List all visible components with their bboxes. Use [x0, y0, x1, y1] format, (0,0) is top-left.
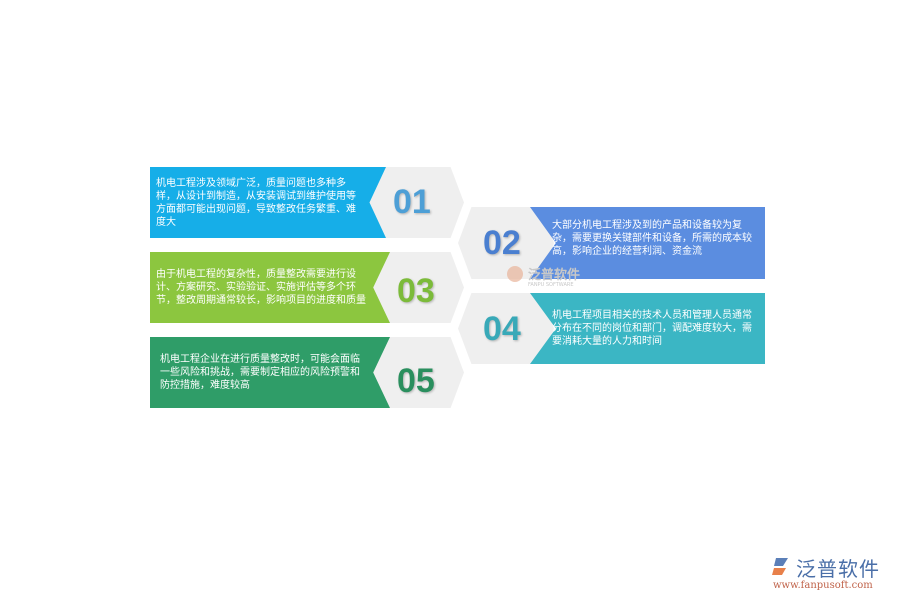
- item-04-number: 04: [483, 310, 521, 348]
- watermark-logo-icon: [507, 266, 523, 282]
- item-04-box: 机电工程项目相关的技术人员和管理人员通常分布在不同的岗位和部门，调配难度较大，需…: [530, 293, 765, 364]
- item-05-box: 机电工程企业在进行质量整改时，可能会面临一些风险和挑战，需要制定相应的风险预警和…: [150, 337, 390, 408]
- item-02-box: 大部分机电工程涉及到的产品和设备较为复杂，需要更换关键部件和设备，所需的成本较高…: [530, 207, 765, 279]
- item-04-text: 机电工程项目相关的技术人员和管理人员通常分布在不同的岗位和部门，调配难度较大，需…: [552, 310, 752, 347]
- item-03-number: 03: [397, 272, 435, 310]
- logo-name: 泛普软件: [796, 557, 880, 581]
- hex-02: [458, 207, 554, 279]
- item-01-text: 机电工程涉及领域广泛，质量问题也多种多样，从设计到制造，从安装调试到维护使用等方…: [156, 177, 356, 228]
- logo-url: www.fanpusoft.com: [773, 580, 873, 591]
- item-03-text: 由于机电工程的复杂性，质量整改需要进行设计、方案研究、实验验证、实施评估等多个环…: [156, 269, 366, 306]
- hex-01: [368, 167, 464, 238]
- watermark-sub: FANPU SOFTWARE: [528, 282, 574, 288]
- item-01-number: 01: [393, 183, 431, 221]
- item-02-text: 大部分机电工程涉及到的产品和设备较为复杂，需要更换关键部件和设备，所需的成本较高…: [552, 220, 752, 257]
- item-03-box: 由于机电工程的复杂性，质量整改需要进行设计、方案研究、实验验证、实施评估等多个环…: [150, 252, 390, 323]
- hex-04: [458, 293, 554, 364]
- item-01-box: 机电工程涉及领域广泛，质量问题也多种多样，从设计到制造，从安装调试到维护使用等方…: [150, 167, 386, 238]
- watermark-name: 泛普软件: [528, 268, 581, 283]
- fanpu-logo-icon: [770, 556, 792, 576]
- item-05-text: 机电工程企业在进行质量整改时，可能会面临一些风险和挑战，需要制定相应的风险预警和…: [160, 354, 360, 391]
- item-02-number: 02: [483, 224, 521, 262]
- item-05-number: 05: [397, 362, 435, 400]
